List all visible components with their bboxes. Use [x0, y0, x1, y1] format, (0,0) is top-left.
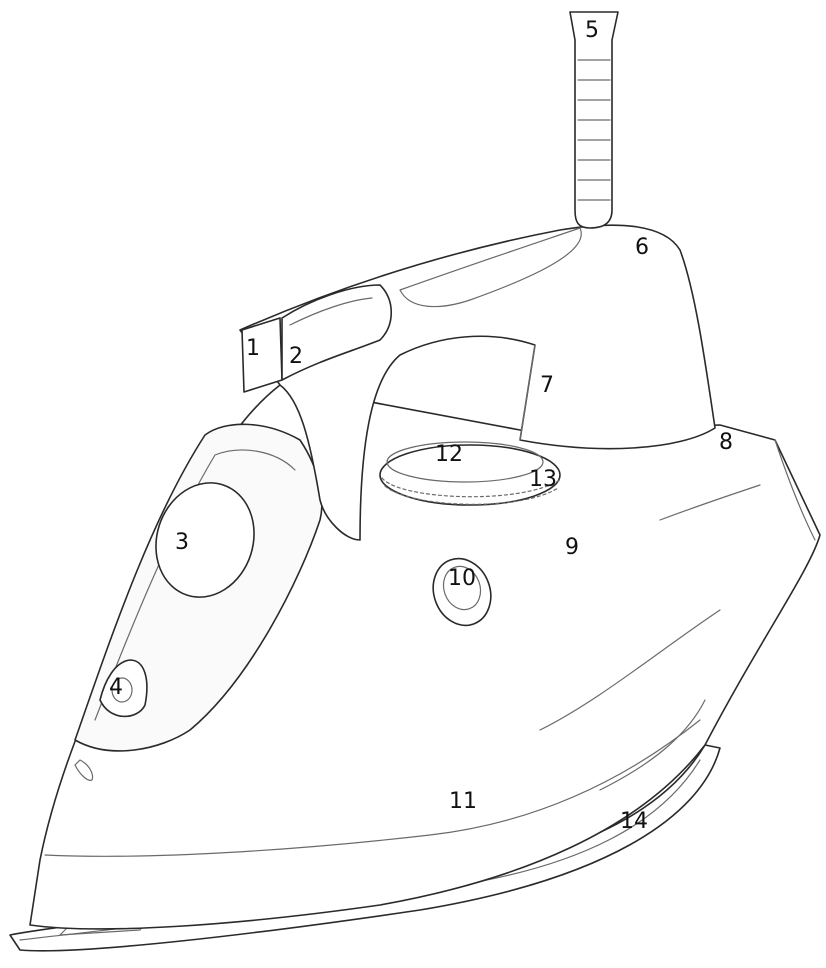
callout-12: 12: [435, 442, 463, 467]
callout-10: 10: [448, 566, 476, 591]
body-contour-side: [539, 609, 721, 731]
body-flank: [599, 699, 706, 791]
callout-3: 3: [175, 530, 189, 555]
water-inlet: [74, 759, 94, 781]
body-contour-rear: [659, 484, 761, 521]
callout-8: 8: [719, 430, 733, 455]
callout-11: 11: [449, 789, 477, 814]
callout-13: 13: [529, 467, 557, 492]
callout-14: 14: [620, 809, 648, 834]
body-contour-front: [44, 719, 701, 857]
temperature-dial: [379, 441, 561, 506]
spray-button: [281, 284, 392, 381]
callout-5: 5: [585, 18, 599, 43]
body-right-edge: [774, 439, 816, 541]
callout-4: 4: [109, 675, 123, 700]
callout-7: 7: [540, 373, 554, 398]
handle-grip: [399, 227, 582, 308]
cord-guard: [569, 11, 619, 229]
spray-button-edge: [289, 297, 373, 326]
logo-disc: [155, 482, 255, 598]
spray-nozzle-tip: [111, 677, 133, 703]
spray-nozzle: [99, 659, 148, 718]
handle-inner-edge: [519, 344, 536, 441]
callout-1: 1: [246, 336, 260, 361]
callout-6: 6: [635, 235, 649, 260]
callout-2: 2: [289, 344, 303, 369]
callout-9: 9: [565, 535, 579, 560]
steam-selector: [432, 557, 492, 627]
